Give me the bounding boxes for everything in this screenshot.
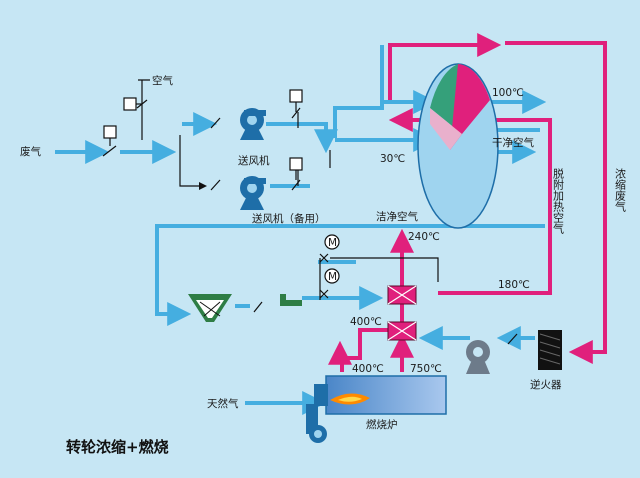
heat-exchanger-upper	[387, 285, 417, 305]
motor-valve-2	[319, 289, 329, 299]
fan-inlet-valve	[210, 117, 221, 129]
fan-branch-line	[179, 135, 207, 190]
fresh-air-valve	[123, 97, 148, 111]
temp-750-label: 750℃	[410, 363, 442, 375]
control-lines	[138, 79, 439, 300]
rotor-wheel	[417, 63, 499, 229]
stack-nozzle	[272, 294, 302, 306]
fan-discharge-line	[266, 122, 338, 154]
air-label: 空气	[152, 74, 173, 87]
fan-main	[240, 108, 266, 140]
motor-2-icon	[324, 268, 340, 284]
hx-bypass-control	[319, 257, 439, 300]
fan-standby-label: 送风机（备用）	[252, 212, 326, 225]
hx-bypass-line	[318, 260, 356, 300]
waste-gas-valve	[102, 125, 117, 157]
process-gas-lines	[55, 45, 547, 415]
temp-240-label: 240℃	[408, 231, 440, 243]
rotor-desorb-zone	[450, 64, 490, 150]
heat-exchanger-lower	[387, 321, 417, 341]
clean-air-dry-label: 干净空气	[492, 136, 534, 149]
incinerator	[306, 375, 447, 443]
labels: 废气 空气 送风机 送风机（备用） 30℃ 100℃ 干净空气 洁净空气 240…	[20, 74, 627, 456]
fan-standby	[240, 176, 266, 210]
waste-gas-label: 废气	[20, 145, 41, 158]
desorb-heated-air-label: 脱附加热空气	[552, 167, 565, 234]
clean-air-label: 洁净空气	[376, 210, 418, 223]
fan-outlet-damper	[289, 89, 303, 119]
temp-30-label: 30℃	[380, 153, 405, 165]
filter-unit	[188, 294, 232, 322]
rotor-inlet-riser	[333, 45, 384, 138]
concentrated-gas-to-top	[388, 33, 502, 100]
motor-actuators: M M	[324, 234, 340, 284]
motor-1-label: M	[328, 237, 337, 249]
fan-label: 送风机	[238, 154, 270, 167]
flame-arrester-label: 逆火器	[530, 378, 562, 391]
temp-400-upper-label: 400℃	[350, 316, 382, 328]
concentrated-gas-right	[505, 41, 607, 364]
return-blower	[466, 340, 490, 374]
clean-air-return-line	[155, 224, 545, 326]
incinerator-label: 燃烧炉	[366, 418, 398, 431]
temp-100-label: 100℃	[492, 87, 524, 99]
temp-180-label: 180℃	[498, 279, 530, 291]
valves	[102, 89, 518, 345]
rotor-cooling-zone	[430, 108, 462, 150]
standby-outlet-damper	[289, 157, 303, 191]
diagram-caption: 转轮浓缩+燃烧	[66, 438, 169, 456]
flame-arrester	[538, 330, 562, 370]
temp-400-lower-label: 400℃	[352, 363, 384, 375]
filter-outlet-valve	[253, 301, 263, 313]
motor-1-icon	[324, 234, 340, 250]
motor-valve-1	[319, 253, 329, 263]
natural-gas-label: 天然气	[207, 397, 239, 410]
fresh-air-line	[138, 79, 150, 140]
blower-outlet-valve	[507, 333, 518, 345]
motor-2-label: M	[328, 271, 337, 283]
concentrated-waste-gas-label: 浓缩废气	[614, 168, 627, 212]
standby-inlet-valve	[210, 179, 221, 191]
hot-400-left	[328, 328, 390, 365]
